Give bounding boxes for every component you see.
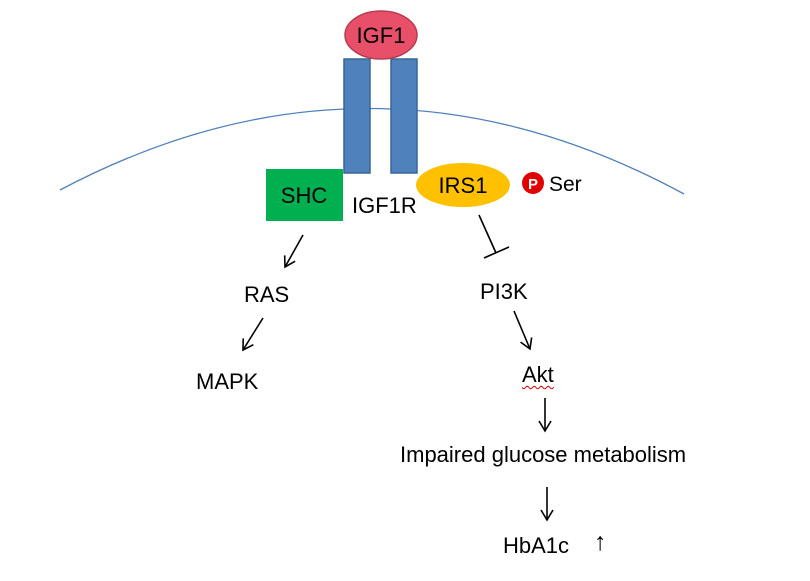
receptor-right-chain xyxy=(390,58,418,174)
mapk-label: MAPK xyxy=(196,369,259,394)
shc-label: SHC xyxy=(281,183,328,208)
inhibition-irs1-to-pi3k xyxy=(478,214,497,254)
up-arrow-icon: ↑ xyxy=(594,528,607,556)
igf1-label: IGF1 xyxy=(357,23,406,48)
glucose-label: Impaired glucose metabolism xyxy=(400,442,687,467)
phospho-badge-label: P xyxy=(528,176,538,193)
cell-membrane xyxy=(59,107,685,195)
akt-label: Akt xyxy=(522,362,554,387)
arrow-ras-to-mapk xyxy=(242,317,264,352)
pi3k-label: PI3K xyxy=(480,279,528,304)
receptor-left-chain xyxy=(343,58,371,174)
inhibition-bar xyxy=(483,246,510,259)
arrow-pi3k-to-akt xyxy=(513,310,533,351)
phospho-badge xyxy=(522,172,544,194)
arrow-shc-to-ras xyxy=(283,234,304,269)
ras-label: RAS xyxy=(244,282,290,307)
shc-box xyxy=(266,169,343,221)
ser-label: Ser xyxy=(549,173,582,196)
irs1-ellipse xyxy=(416,163,510,207)
igf1-ligand xyxy=(344,10,418,60)
irs1-label: IRS1 xyxy=(439,173,488,198)
hba1c-label: HbA1c xyxy=(503,533,570,558)
igf1r-label: IGF1R xyxy=(352,193,417,218)
